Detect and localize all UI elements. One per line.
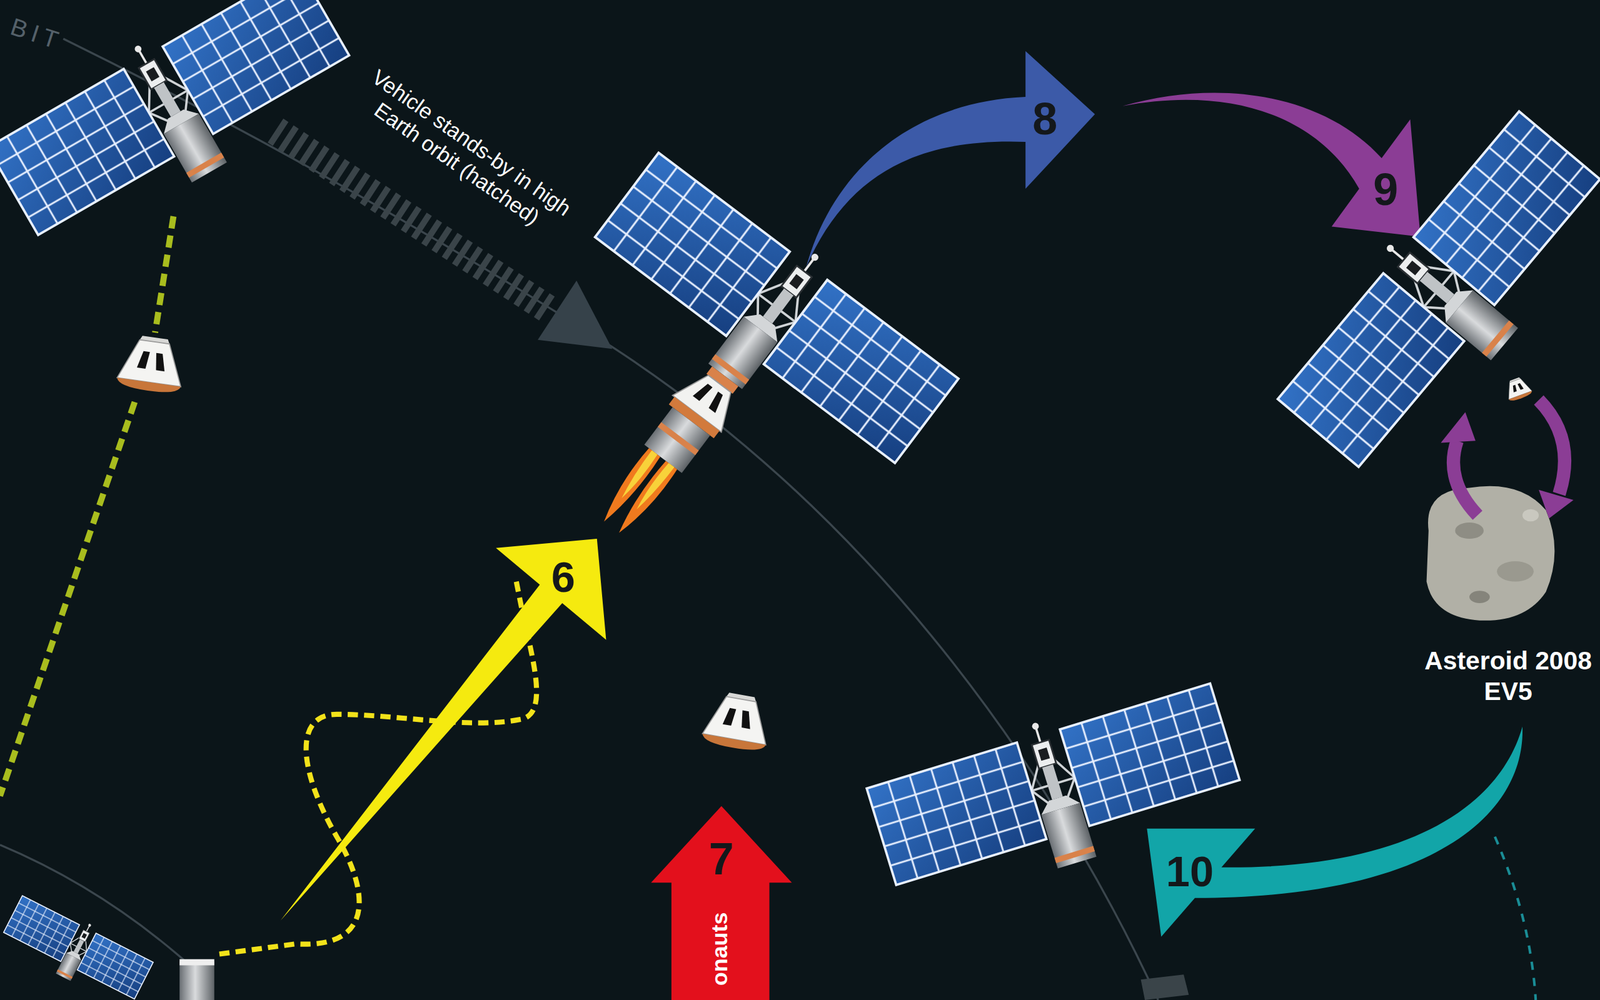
callout-number: 8 bbox=[1032, 92, 1058, 147]
orbit-name: BIT bbox=[6, 12, 67, 57]
callout-number: 6 bbox=[551, 552, 576, 604]
asteroid-name: Asteroid 2008 EV5 bbox=[1416, 645, 1600, 707]
callout-number: 7 bbox=[709, 832, 735, 887]
annotation-text: Vehicle stands-by in high Earth orbit (h… bbox=[340, 55, 588, 251]
callout-number: 9 bbox=[1373, 163, 1399, 217]
callout-number: 10 bbox=[1166, 847, 1214, 899]
arrow-text: onauts bbox=[707, 912, 735, 987]
